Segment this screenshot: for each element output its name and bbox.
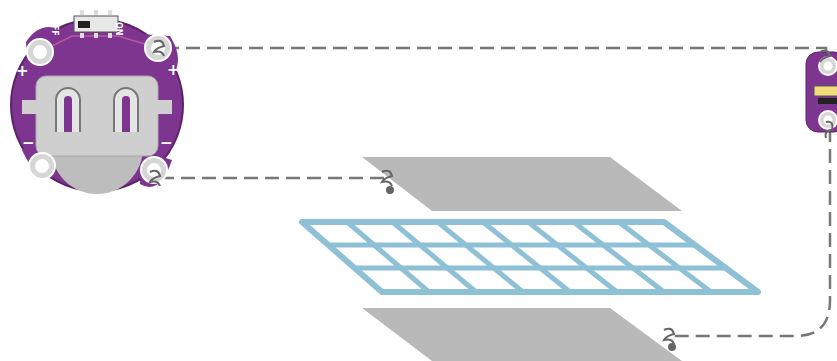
polarity-mark: − [160,136,173,151]
polarity-mark: + [167,63,180,78]
coin-cell-board [11,10,183,194]
conductive-thread [160,48,830,336]
led-board [806,52,837,132]
mesh-line [574,222,665,292]
conductive-fabric-bottom [362,308,682,361]
conductive-fabric-top [362,157,682,211]
mesh-line [483,222,570,292]
mesh-line [347,222,429,292]
switch-label: OFF [50,18,58,36]
thread-knot [150,41,832,350]
polarity-mark: + [16,64,29,79]
polarity-mark: − [22,136,35,151]
mesh-line [528,222,617,292]
mesh-spacer [302,222,758,292]
mesh-line [619,222,711,292]
switch-label: ON [114,22,122,36]
mesh-line [393,222,477,292]
mesh-line [438,222,523,292]
